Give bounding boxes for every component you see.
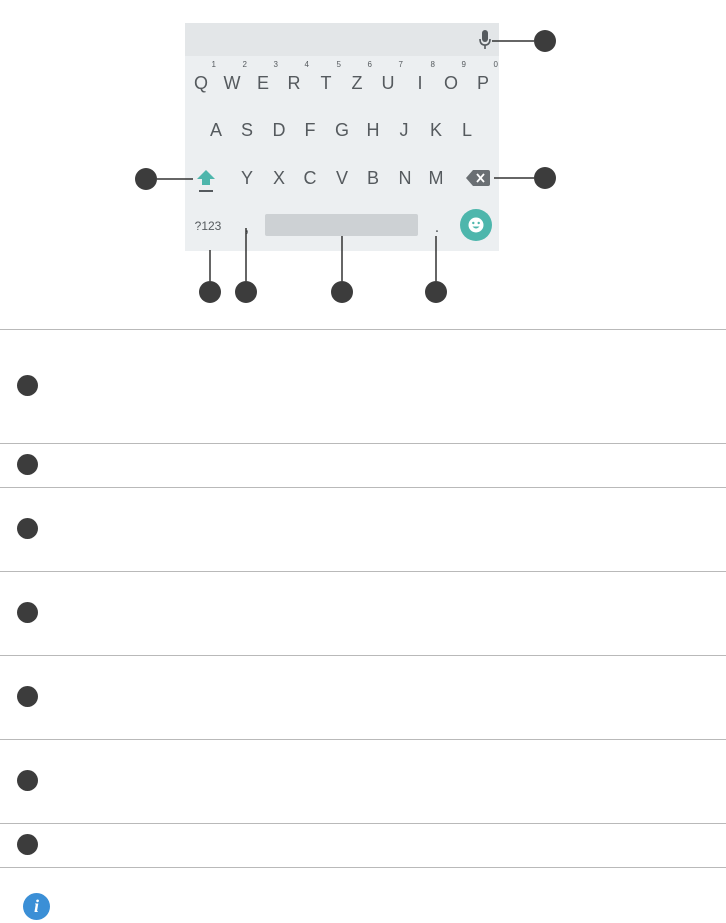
key-j[interactable]: J [399,120,409,140]
key-x[interactable]: X [272,168,285,188]
key-hint: 4 [304,60,309,69]
key-v[interactable]: V [335,168,348,188]
table-divider [0,329,726,330]
keyboard-toolbar [185,23,499,56]
legend-row-marker [17,602,38,623]
key-y[interactable]: Y [240,168,253,188]
table-divider [0,867,726,868]
key-label: O [443,73,458,93]
mic-icon[interactable] [479,30,491,50]
key-hint: 9 [461,60,466,69]
callout-marker [199,281,221,303]
legend-row-marker [17,518,38,539]
key-h[interactable]: H [366,120,380,140]
table-divider [0,443,726,444]
key-label: T [320,73,332,93]
key-n[interactable]: N [398,168,412,188]
emoji-icon [468,217,484,233]
table-divider [0,571,726,572]
emoji-key[interactable] [460,209,492,241]
key-hint: 1 [211,60,216,69]
legend-row-marker [17,770,38,791]
key-label: U [381,73,395,93]
key-d[interactable]: D [272,120,286,140]
shift-icon[interactable] [195,168,217,194]
key-hint: 6 [367,60,372,69]
key-g[interactable]: G [334,120,349,140]
callout-marker [135,168,157,190]
key-label: Z [351,73,363,93]
callout-marker [235,281,257,303]
key-s[interactable]: S [240,120,253,140]
key-l[interactable]: L [461,120,472,140]
table-divider [0,487,726,488]
callout-marker [425,281,447,303]
key-hint: 7 [398,60,403,69]
key-m[interactable]: M [428,168,444,188]
key-a[interactable]: A [209,120,222,140]
space-bar[interactable] [265,214,418,236]
backspace-icon[interactable] [466,170,490,186]
key-label: I [417,73,423,93]
legend-row-marker [17,686,38,707]
key-b[interactable]: B [366,168,379,188]
callout-marker [534,167,556,189]
key-label: P [476,73,489,93]
key-label: R [287,73,301,93]
comma-key[interactable]: , [244,219,250,236]
callout-marker [534,30,556,52]
key-c[interactable]: C [303,168,317,188]
table-divider [0,823,726,824]
symbols-key[interactable]: ?123 [194,219,222,233]
key-label: W [223,73,241,93]
legend-row-marker [17,454,38,475]
legend-row-marker [17,375,38,396]
legend-row-marker [17,834,38,855]
key-hint: 2 [242,60,247,69]
key-hint: 5 [336,60,341,69]
key-hint: 3 [273,60,278,69]
key-label: Q [193,73,208,93]
table-divider [0,655,726,656]
info-icon: i [23,893,50,920]
key-label: E [256,73,269,93]
key-k[interactable]: K [429,120,442,140]
key-hint: 0 [493,60,498,69]
key-f[interactable]: F [304,120,316,140]
callout-marker [331,281,353,303]
table-divider [0,739,726,740]
key-hint: 8 [430,60,435,69]
period-key[interactable]: . [434,219,440,236]
